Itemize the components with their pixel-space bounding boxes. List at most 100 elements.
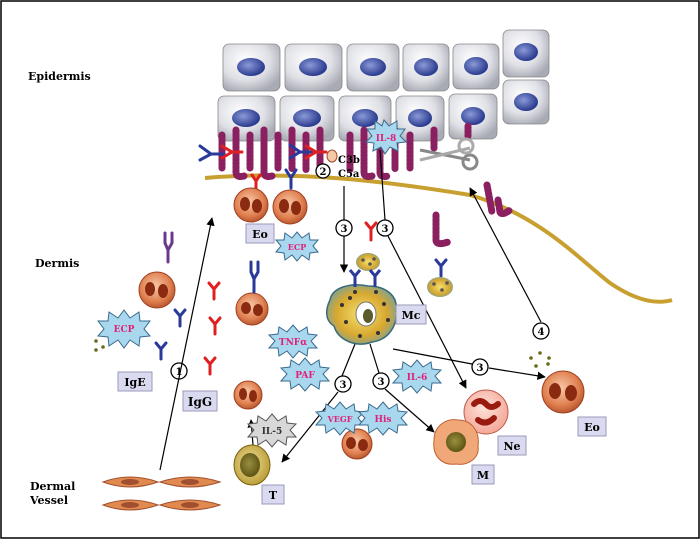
svg-text:Ne: Ne [503, 440, 520, 453]
released-granules [94, 339, 551, 368]
antibody-on-eo [249, 260, 260, 294]
antibody-igg [203, 356, 217, 376]
ecp-label-left: ECP [114, 325, 135, 335]
arrow-line [341, 343, 356, 377]
step-4-marker: 4 [532, 322, 550, 340]
step-3d-marker: 3 [372, 372, 390, 390]
label-m: M [471, 464, 495, 485]
eosinophil-bottom-center [341, 428, 373, 460]
svg-text:3: 3 [378, 377, 385, 388]
antibody-red [304, 144, 328, 160]
label-ige: IgE [117, 371, 153, 392]
svg-text:IgE: IgE [124, 376, 145, 389]
collagen-fiber [260, 126, 276, 180]
arrow-line [392, 348, 473, 365]
arrow-line [379, 149, 386, 221]
ecp-burst-left: ECP [96, 309, 152, 349]
antibody-igg [207, 281, 221, 301]
arrow-to-eosinophil [488, 367, 546, 380]
step-3c-marker: 3 [334, 375, 352, 393]
dermal-vessel-label-line2: Vessel [29, 494, 68, 507]
keratinocyte [452, 43, 500, 90]
keratinocyte [502, 29, 550, 78]
svg-text:2: 2 [320, 167, 327, 178]
svg-text:3: 3 [340, 380, 347, 391]
dermis-label: Dermis [35, 257, 79, 270]
antibody-blue [198, 144, 226, 162]
eosinophil-left [138, 271, 176, 309]
keratinocyte [502, 79, 550, 125]
svg-text:3: 3 [477, 363, 484, 374]
cell-label-boxes: Eo Mc IgE IgG T M Ne Eo [117, 223, 607, 505]
il8-label: IL-8 [376, 134, 397, 144]
antibody-ige [173, 308, 187, 328]
label-mc: Mc [395, 304, 427, 325]
epidermis-label: Epidermis [28, 70, 91, 83]
paf-label: PAF [295, 371, 315, 381]
antibody-igg [208, 316, 222, 336]
step-3b-marker: 3 [376, 219, 394, 237]
label-eo-right: Eo [577, 416, 607, 437]
complement-particle [326, 149, 338, 163]
svg-text:Eo: Eo [584, 421, 600, 434]
his-label: His [375, 415, 392, 425]
t-cell [233, 444, 271, 486]
il5-label: IL-5 [262, 427, 283, 437]
collagen-fragment [432, 211, 452, 248]
antibody-blue [284, 168, 298, 190]
svg-text:Mc: Mc [402, 309, 421, 322]
svg-text:3: 3 [382, 224, 389, 235]
step-markers: 2 3 3 3 3 3 4 1 [170, 163, 550, 393]
arrow-to-macrophage [384, 388, 435, 433]
svg-text:Eo: Eo [252, 228, 268, 241]
tnf-burst: TNFα [267, 324, 319, 359]
free-antibodies [154, 221, 448, 376]
neutrophil [463, 389, 509, 435]
eosinophil-right [541, 370, 585, 414]
macrophage [433, 419, 479, 465]
paf-burst: PAF [279, 357, 331, 392]
step-3e-marker: 3 [471, 358, 489, 376]
svg-text:3: 3 [341, 224, 348, 235]
step-2-marker: 2 [315, 163, 331, 179]
svg-text:IgG: IgG [188, 395, 212, 409]
eosinophil-middle [235, 292, 269, 326]
keratinocyte [284, 43, 343, 92]
dermal-vessel [101, 476, 222, 511]
antibody-blue [288, 143, 314, 160]
collagen-fragment [494, 196, 514, 218]
antibodies-membrane [198, 143, 328, 192]
keratinocyte [448, 93, 498, 140]
step-3a-marker: 3 [335, 219, 353, 237]
svg-text:1: 1 [176, 367, 183, 378]
collagen-fiber [360, 126, 376, 180]
label-t: T [261, 484, 285, 505]
antibody-red [220, 144, 244, 160]
dermal-vessel-label-line1: Dermal [30, 480, 75, 493]
il6-label: IL-6 [407, 373, 428, 383]
arrow-eo-to-epidermis [469, 187, 542, 323]
il6-burst: IL-6 [391, 359, 443, 394]
collagen-fragment [483, 181, 496, 216]
eosinophil-top-right [272, 189, 308, 225]
antibody-ige [154, 341, 168, 361]
eosinophil-top-left [233, 187, 269, 223]
mast-cell [326, 269, 397, 345]
svg-text:T: T [269, 489, 278, 502]
arrow-line [369, 343, 380, 374]
arrow-to-t-cell [281, 391, 339, 463]
scissors-icon [419, 137, 479, 171]
label-igg: IgG [182, 390, 218, 412]
keratinocyte [222, 43, 281, 92]
ecp-label-top: ECP [288, 242, 306, 252]
mast-cell-small-right [427, 277, 453, 297]
vegf-burst: VEGF [314, 401, 366, 436]
vegf-label: VEGF [327, 414, 353, 424]
arrow-to-neutrophil [387, 235, 467, 389]
antibody-ige [163, 231, 174, 264]
his-burst: His [357, 401, 409, 436]
il5-burst: IL-5 [246, 413, 298, 448]
keratinocyte [346, 43, 400, 92]
c3b-label: C3b [338, 155, 360, 166]
